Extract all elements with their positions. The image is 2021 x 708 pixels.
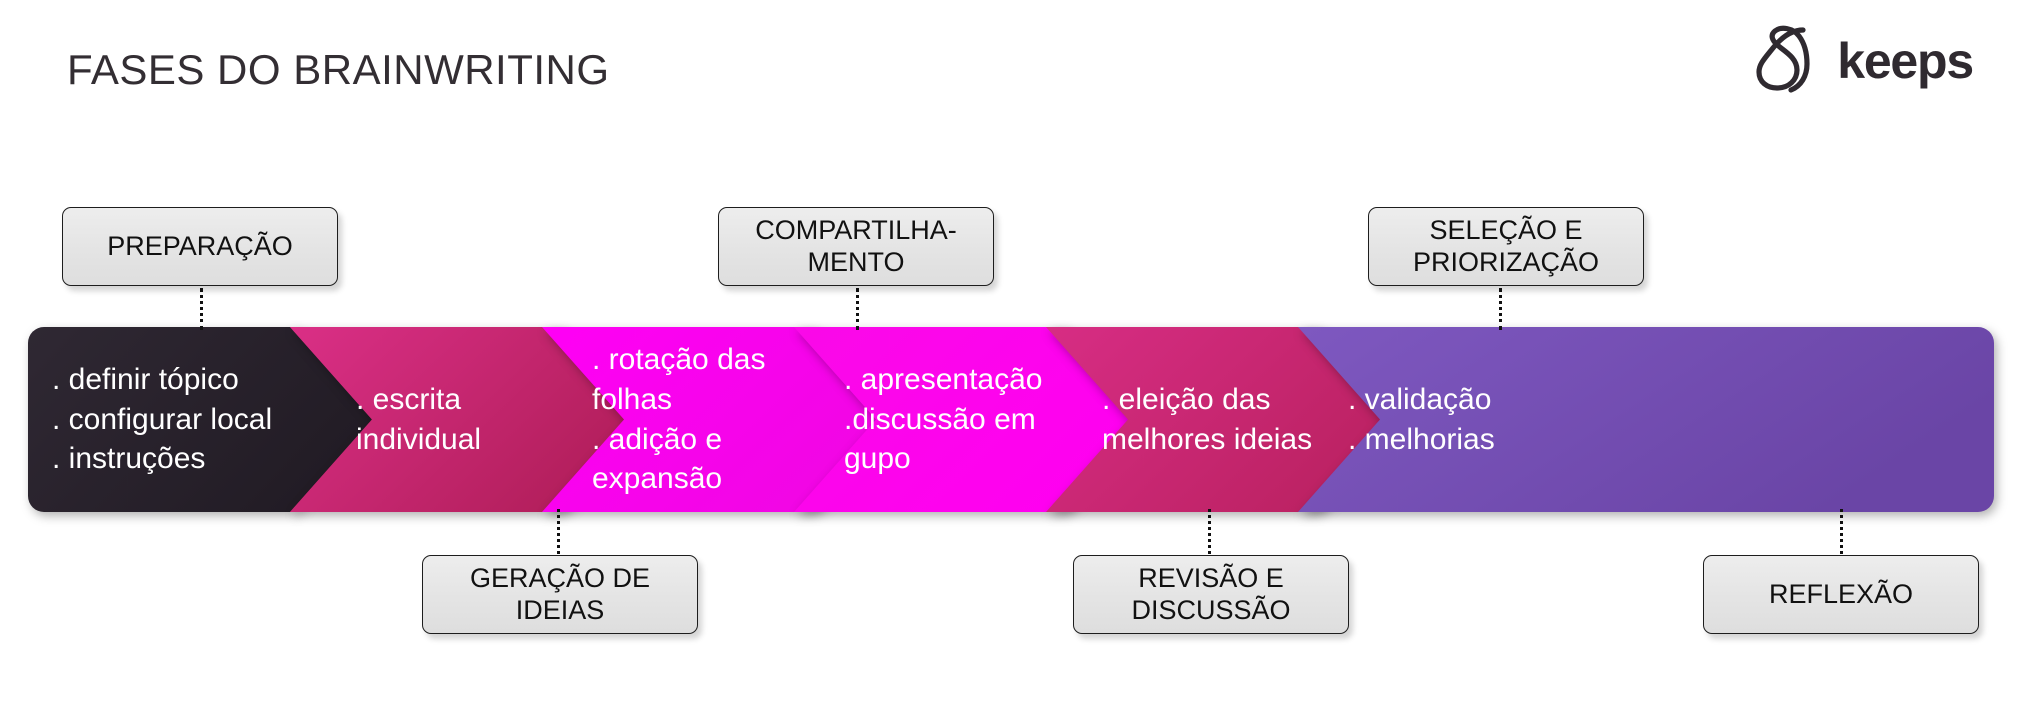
leader-line-reflexao <box>1840 509 1843 554</box>
leader-line-revisao-e-discussao <box>1208 509 1211 554</box>
flow-step-body: . escrita individual <box>356 382 482 456</box>
chevron-shape <box>1298 327 1994 512</box>
phase-label-compartilhamento[interactable]: COMPARTILHA- MENTO <box>718 207 994 286</box>
leader-line-compartilhamento <box>856 288 859 330</box>
brand-logo: keeps <box>1751 22 1974 99</box>
flow-step-preparacao[interactable]: . definir tópico . configurar local . in… <box>28 327 378 512</box>
flow-step-body: . definir tópico . configurar local . in… <box>52 363 273 476</box>
phase-label-selecao-e-priorizacao[interactable]: SELEÇÃO E PRIORIZAÇÃO <box>1368 207 1644 286</box>
flow-step-body: . rotação das folhas . adição e expansão <box>592 343 766 496</box>
flow-step-body: . validação . melhorias <box>1348 382 1495 456</box>
phase-label-preparacao[interactable]: PREPARAÇÃO <box>62 207 338 286</box>
phase-label-revisao-e-discussao[interactable]: REVISÃO E DISCUSSÃO <box>1073 555 1349 634</box>
flow-step-revisao-e-discussao[interactable]: . apresentação .discussão em gupo <box>794 327 1144 512</box>
phase-label-reflexao[interactable]: REFLEXÃO <box>1703 555 1979 634</box>
flow-step-compartilhamento[interactable]: . rotação das folhas . adição e expansão <box>542 327 892 512</box>
brainwriting-phase-flow: . definir tópico . configurar local . in… <box>0 327 2021 512</box>
brand-wordmark: keeps <box>1837 32 1974 89</box>
leader-line-preparacao <box>200 288 203 330</box>
flow-step-body: . eleição das melhores ideias <box>1102 382 1313 456</box>
chevron-shape <box>28 327 378 512</box>
leader-line-selecao-e-priorizacao <box>1499 288 1502 330</box>
flow-step-body: . apresentação .discussão em gupo <box>844 363 1043 476</box>
flow-step-selecao-e-priorizacao[interactable]: . eleição das melhores ideias <box>1046 327 1396 512</box>
flow-step-reflexao[interactable]: . validação . melhorias <box>1298 327 1994 512</box>
page-title: FASES DO BRAINWRITING <box>67 46 610 93</box>
flow-step-geracao-de-ideias[interactable]: . escrita individual <box>290 327 640 512</box>
keeps-knot-logo-icon <box>1751 22 1831 99</box>
chevron-shape <box>1046 327 1396 512</box>
chevron-shape <box>290 327 640 512</box>
leader-line-geracao-de-ideias <box>557 509 560 554</box>
chevron-shape <box>542 327 892 512</box>
chevron-shape <box>794 327 1144 512</box>
phase-label-geracao-de-ideias[interactable]: GERAÇÃO DE IDEIAS <box>422 555 698 634</box>
